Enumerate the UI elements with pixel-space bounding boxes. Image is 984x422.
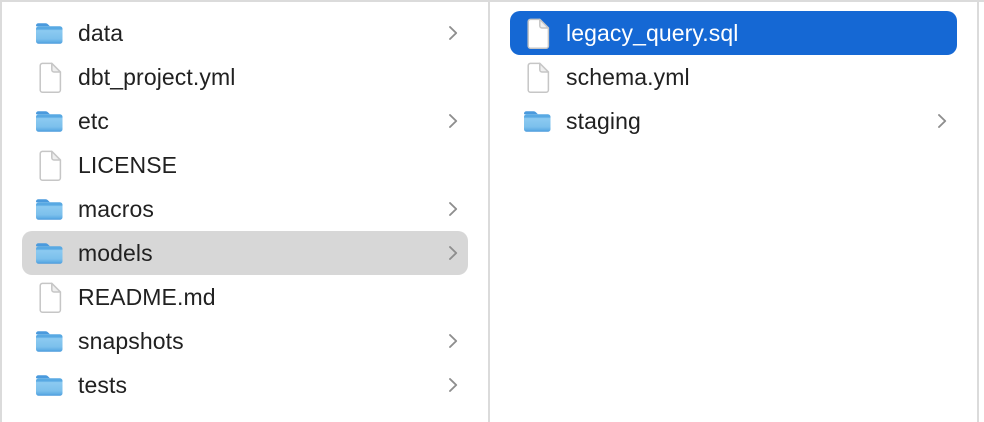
item-label: LICENSE bbox=[78, 151, 178, 178]
item-label: models bbox=[78, 239, 153, 266]
folder-icon bbox=[34, 373, 64, 397]
item-label: macros bbox=[78, 195, 155, 222]
item-label: dbt_project.yml bbox=[78, 63, 236, 90]
folder-icon bbox=[34, 197, 64, 221]
chevron-right-icon bbox=[448, 333, 458, 349]
finder-item-etc[interactable]: etc bbox=[22, 99, 468, 143]
folder-icon bbox=[34, 109, 64, 133]
item-label: data bbox=[78, 19, 124, 46]
document-icon bbox=[522, 18, 552, 49]
document-icon bbox=[522, 62, 552, 93]
item-label: snapshots bbox=[78, 327, 184, 354]
chevron-right-icon bbox=[448, 113, 458, 129]
chevron-right-icon bbox=[448, 245, 458, 261]
chevron-right-icon bbox=[448, 25, 458, 41]
finder-item-license[interactable]: LICENSE bbox=[22, 143, 468, 187]
item-label: etc bbox=[78, 107, 109, 134]
finder-item-macros[interactable]: macros bbox=[22, 187, 468, 231]
chevron-right-icon bbox=[448, 201, 458, 217]
finder-item-dbt-project-yml[interactable]: dbt_project.yml bbox=[22, 55, 468, 99]
finder-item-models-selected[interactable]: models bbox=[22, 231, 468, 275]
folder-icon bbox=[522, 109, 552, 133]
folder-icon bbox=[34, 241, 64, 265]
item-label: staging bbox=[566, 107, 641, 134]
finder-item-snapshots[interactable]: snapshots bbox=[22, 319, 468, 363]
chevron-right-icon bbox=[448, 377, 458, 393]
finder-item-schema-yml[interactable]: schema.yml bbox=[510, 55, 957, 99]
finder-column-left: data dbt_project.yml etc LICENSE macros … bbox=[2, 2, 490, 422]
item-label: README.md bbox=[78, 283, 216, 310]
item-label: schema.yml bbox=[566, 63, 690, 90]
finder-column-right: legacy_query.sql schema.yml staging bbox=[490, 2, 979, 422]
document-icon bbox=[34, 150, 64, 181]
finder-item-data[interactable]: data bbox=[22, 11, 468, 55]
chevron-right-icon bbox=[937, 113, 947, 129]
folder-icon bbox=[34, 21, 64, 45]
finder-item-legacy-query-sql-selected[interactable]: legacy_query.sql bbox=[510, 11, 957, 55]
finder-item-readme-md[interactable]: README.md bbox=[22, 275, 468, 319]
document-icon bbox=[34, 282, 64, 313]
document-icon bbox=[34, 62, 64, 93]
item-label: legacy_query.sql bbox=[566, 19, 739, 46]
item-label: tests bbox=[78, 371, 128, 398]
finder-item-tests[interactable]: tests bbox=[22, 363, 468, 407]
folder-icon bbox=[34, 329, 64, 353]
finder-item-staging[interactable]: staging bbox=[510, 99, 957, 143]
